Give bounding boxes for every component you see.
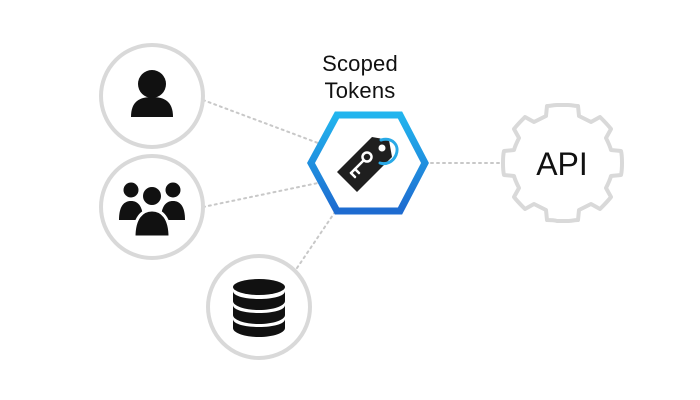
scoped-tokens-label-line2: Tokens [324, 78, 396, 103]
scoped-tokens-hub[interactable] [307, 111, 429, 215]
connector-group [202, 182, 319, 208]
connectors [202, 99, 501, 269]
scoped-tokens-label: Scoped Tokens [295, 50, 425, 104]
scoped-tokens-label-line1: Scoped [322, 51, 398, 76]
gear-icon [501, 103, 624, 223]
api-label: API [536, 146, 588, 182]
user-icon [131, 70, 173, 117]
user-group-icon [119, 182, 185, 239]
user-node[interactable] [99, 43, 205, 149]
user-group-node[interactable] [99, 154, 205, 260]
database-node[interactable] [206, 254, 312, 360]
api-node[interactable]: API [501, 103, 624, 223]
connector-user [202, 99, 319, 144]
key-tag-icon [337, 137, 399, 192]
database-icon [233, 279, 285, 337]
connector-database [296, 208, 338, 269]
